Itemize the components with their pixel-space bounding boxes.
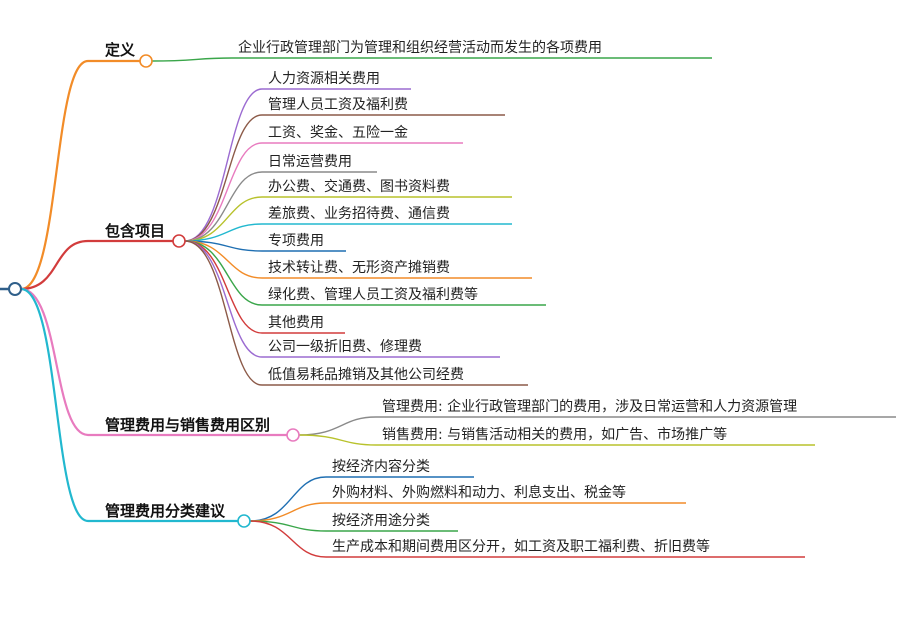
leaf-connector (151, 57, 712, 62)
leaf-connector (298, 416, 896, 436)
leaf-connector (184, 223, 512, 242)
leaf-label: 生产成本和期间费用区分开，如工资及职工福利费、折旧费等 (332, 538, 710, 555)
leaf-connector (184, 240, 532, 279)
leaf-connector (184, 142, 463, 242)
branch-label: 管理费用与销售费用区别 (105, 416, 270, 434)
leaf-label: 工资、奖金、五险一金 (268, 124, 408, 141)
root-node[interactable] (8, 282, 22, 296)
branch-connector (20, 59, 140, 291)
leaf-connector (184, 240, 346, 252)
leaf-label: 差旅费、业务招待费、通信费 (268, 206, 450, 222)
branch-label: 管理费用分类建议 (105, 502, 226, 520)
branch-connector (20, 287, 238, 523)
leaf-connector (184, 88, 411, 242)
leaf-label: 专项费用 (268, 233, 324, 249)
connector-layer (20, 57, 896, 558)
leaf-label: 技术转让费、无形资产摊销费 (268, 260, 450, 276)
leaf-connector (249, 476, 474, 522)
leaf-connector (184, 171, 377, 242)
leaf-label: 低值易耗品摊销及其他公司经费 (268, 367, 464, 383)
branch-connector (20, 287, 287, 437)
leaf-connector (184, 196, 512, 242)
leaf-connector (184, 240, 528, 386)
leaf-label: 按经济内容分类 (332, 458, 430, 475)
leaf-connector (184, 240, 546, 306)
leaf-label: 办公费、交通费、图书资料费 (268, 178, 450, 195)
branch-node[interactable] (237, 514, 251, 528)
leaf-label: 企业行政管理部门为管理和组织经营活动而发生的各项费用 (238, 39, 602, 56)
leaf-connector (249, 502, 686, 522)
leaf-label: 销售费用: 与销售活动相关的费用，如广告、市场推广等 (382, 426, 727, 443)
leaf-label: 人力资源相关费用 (268, 71, 380, 87)
leaf-connector (249, 520, 805, 558)
leaf-connector (184, 114, 505, 242)
leaf-label: 管理费用: 企业行政管理部门的费用，涉及日常运营和人力资源管理 (382, 398, 797, 415)
leaf-label: 其他费用 (268, 315, 324, 331)
branch-node[interactable] (172, 234, 186, 248)
leaf-connector (249, 520, 458, 532)
leaf-label: 绿化费、管理人员工资及福利费等 (268, 286, 478, 303)
branch-node[interactable] (286, 428, 300, 442)
leaf-connector (298, 434, 815, 446)
leaf-label: 公司一级折旧费、修理费 (268, 339, 422, 355)
leaf-label: 外购材料、外购燃料和动力、利息支出、税金等 (332, 484, 626, 501)
leaf-label: 管理人员工资及福利费 (268, 97, 408, 113)
branch-node[interactable] (139, 54, 153, 68)
leaf-connector (184, 240, 500, 358)
branch-label: 包含项目 (105, 222, 165, 240)
leaf-label: 日常运营费用 (268, 154, 352, 170)
branch-connector (20, 239, 173, 291)
leaf-label: 按经济用途分类 (332, 512, 430, 529)
branch-label: 定义 (105, 41, 135, 59)
